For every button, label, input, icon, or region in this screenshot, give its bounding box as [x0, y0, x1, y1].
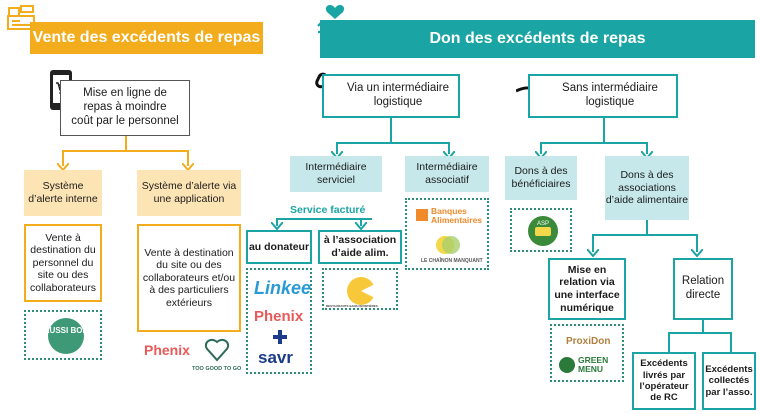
vente-particuliers-box: Vente à destination du site ou des colla…	[137, 224, 241, 332]
svg-text:ASP: ASP	[537, 221, 549, 227]
svg-text:AUSSI BON: AUSSI BON	[46, 326, 86, 335]
green-menu-icon	[559, 357, 575, 373]
systeme-alerte-interne: Système d’alerte interne	[24, 170, 102, 216]
asp-logo-icon: ASP	[528, 216, 558, 246]
logo-area-application: Phenix TOO GOOD TO GO	[140, 338, 242, 378]
logo-box-association: RESTAURANTS SANS FRONTIÈRES	[322, 268, 398, 310]
dons-beneficiaires: Dons à des bénéficiaires	[505, 156, 577, 200]
rsf-label: RESTAURANTS SANS FRONTIÈRES	[326, 304, 378, 308]
logo-box-interne: AUSSI BON	[24, 310, 102, 360]
banques-alimentaires-icon	[416, 209, 428, 221]
collectes-box: Excédents collectés par l’asso.	[702, 352, 756, 410]
don-header: Don des excédents de repas	[320, 20, 755, 58]
via-intermediaire-box: Via un intermédiaire logistique	[322, 74, 460, 118]
systeme-alerte-application: Système d’alerte via une application	[137, 170, 241, 216]
intermediaire-associatif: Intermédiaire associatif	[405, 156, 489, 192]
sans-intermediaire-box: Sans intermédiaire logistique	[528, 74, 678, 118]
dons-associations: Dons à des associations d’aide alimentai…	[605, 156, 689, 220]
restaurants-sans-frontieres-logo-icon	[347, 277, 375, 305]
chainon-manquant-logo: LE CHAÎNON MANQUANT	[421, 258, 483, 264]
association-box: à l’association d’aide alim.	[318, 230, 402, 264]
phenix-logo-2: Phenix	[254, 308, 304, 325]
proxidon-logo: ProxiDon	[566, 336, 611, 347]
intermediaire-serviciel: Intermédiaire serviciel	[290, 156, 382, 192]
au-donateur-box: au donateur	[246, 230, 312, 264]
phenix-logo: Phenix	[144, 342, 190, 358]
linkee-logo: Linkee	[254, 278, 312, 298]
too-good-to-go-label: TOO GOOD TO GO	[192, 366, 242, 372]
banques-alimentaires-logo: Banques Alimentaires	[431, 206, 483, 226]
savr-logo: savr	[258, 348, 293, 367]
logo-box-donateur: Linkee Phenix savr	[246, 268, 312, 374]
green-menu-logo: GREEN MENU	[578, 355, 609, 374]
chainon-manquant-icon	[436, 236, 460, 254]
logo-box-interface: ProxiDon GREEN MENU	[550, 324, 624, 382]
logo-box-associatif: Banques Alimentaires LE CHAÎNON MANQUANT	[405, 198, 489, 270]
aussi-bon-logo-icon: AUSSI BON	[46, 318, 86, 354]
interface-numerique-box: Mise en relation via une interface numér…	[548, 258, 626, 320]
relation-directe-box: Relation directe	[673, 258, 733, 320]
savr-plus-icon	[273, 330, 287, 344]
mise-en-ligne-box: Mise en ligne de repas à moindre coût pa…	[60, 80, 190, 136]
vente-header: Vente des excédents de repas	[30, 22, 263, 54]
service-facture-label: Service facturé	[290, 204, 366, 216]
livres-box: Excédents livrés par l’opérateur de RC	[632, 352, 696, 410]
vente-personnel-box: Vente à destination du personnel du site…	[24, 224, 102, 302]
logo-box-beneficiaires: ASP	[510, 208, 572, 252]
too-good-to-go-logo-icon	[204, 338, 230, 362]
